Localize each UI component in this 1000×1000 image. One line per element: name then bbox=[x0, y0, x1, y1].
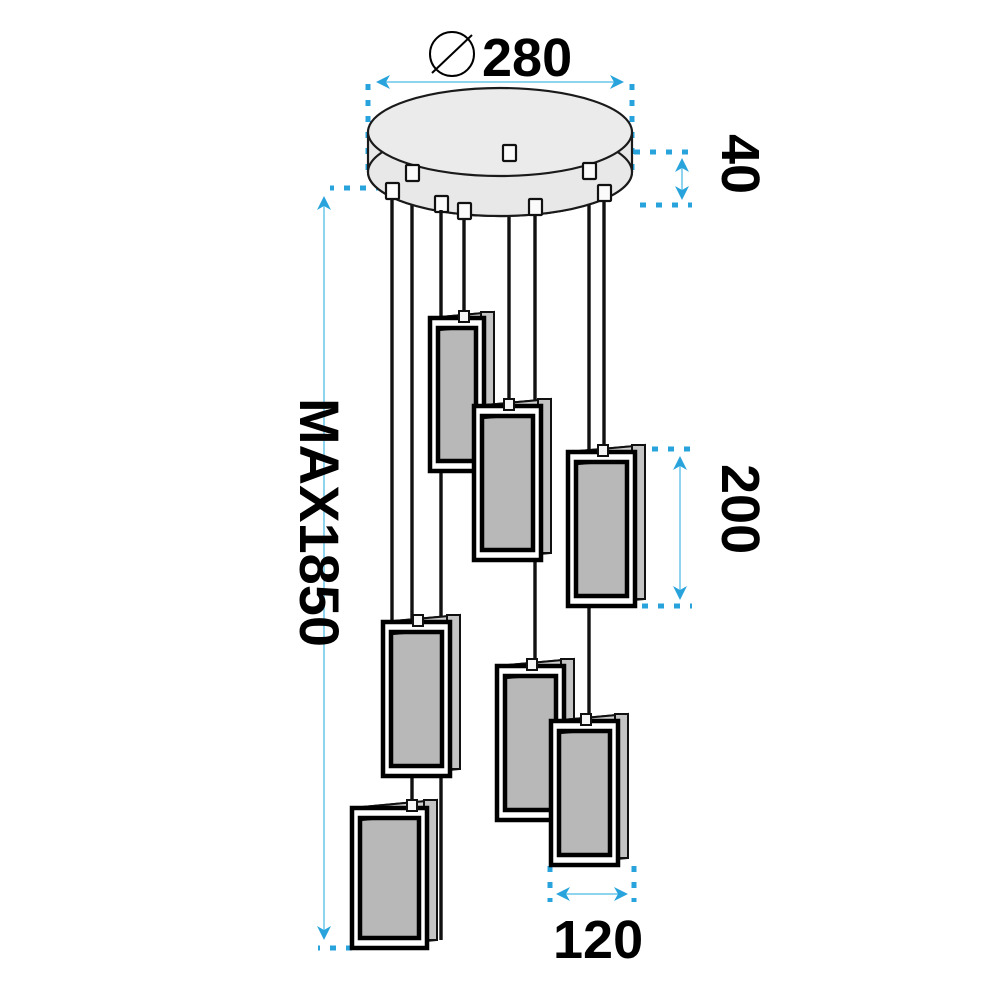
shade-frame-3 bbox=[565, 443, 646, 609]
dimension-label-shade-height: 200 bbox=[710, 464, 770, 554]
diameter-symbol-icon bbox=[429, 31, 475, 77]
dimension-label-shade-width: 120 bbox=[553, 910, 643, 970]
shade-frame-7 bbox=[349, 798, 438, 951]
dimension-label-diameter: 280 bbox=[482, 28, 572, 88]
dimension-label-total-height: MAX1850 bbox=[288, 398, 351, 647]
dimension-label-canopy-height: 40 bbox=[710, 134, 770, 194]
cable-outlets bbox=[384, 143, 613, 221]
cable-outlet-2 bbox=[404, 163, 421, 183]
shade-frame-4 bbox=[380, 613, 461, 779]
cable-outlet-1 bbox=[384, 181, 401, 201]
shade-frame-6 bbox=[548, 712, 629, 868]
cable-outlet-8 bbox=[433, 194, 450, 214]
cable-outlet-5 bbox=[527, 197, 544, 217]
dimension-lines bbox=[317, 75, 689, 940]
cable-outlet-4 bbox=[501, 143, 518, 163]
cable-outlet-6 bbox=[581, 161, 598, 181]
canopy-top-face bbox=[366, 86, 634, 178]
ceiling-canopy bbox=[366, 86, 634, 218]
cable-outlet-7 bbox=[596, 183, 613, 203]
cable-outlet-3 bbox=[456, 201, 473, 221]
shade-frame-2 bbox=[471, 397, 552, 563]
extension-lines bbox=[318, 78, 692, 951]
